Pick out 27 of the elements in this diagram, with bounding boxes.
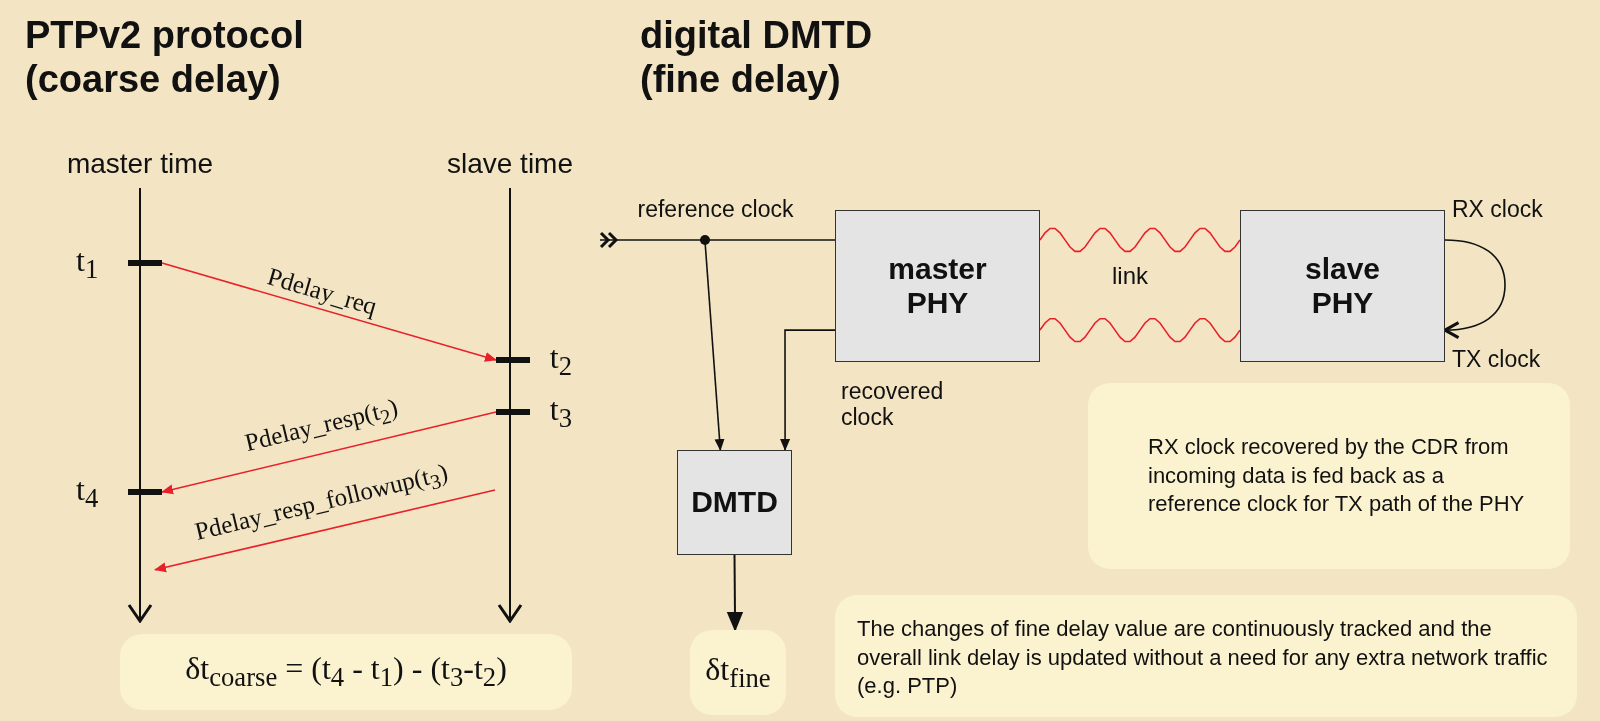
section-title: digital DMTD (fine delay) bbox=[640, 14, 874, 102]
arrow bbox=[161, 262, 497, 362]
section-title: PTPv2 protocol (coarse delay) bbox=[25, 14, 305, 102]
arrow bbox=[726, 554, 744, 632]
note-box: The changes of fine delay value are continuously tracked and the overall link delay is updated without a need for any extra network traffic (e.g. PTP) bbox=[835, 595, 1577, 717]
arrow bbox=[154, 489, 496, 573]
wavy-link-line bbox=[1039, 317, 1241, 343]
arrow bbox=[161, 411, 497, 495]
time-label: t$_{3}$ bbox=[549, 391, 572, 435]
timeline-label: master time bbox=[65, 148, 215, 180]
link-label: link bbox=[1112, 262, 1148, 290]
signal-label: RX clock bbox=[1452, 196, 1543, 223]
result-box: δt$_{fine}$ bbox=[690, 630, 786, 715]
time-label: t$_{1}$ bbox=[76, 242, 99, 286]
note-box: RX clock recovered by the CDR from incoming data is fed back as a reference clock for TX path of the PHY bbox=[1088, 383, 1570, 569]
timeline-label: slave time bbox=[445, 148, 574, 180]
wavy-link-line bbox=[1039, 227, 1241, 253]
signal-label: reference clock bbox=[600, 196, 815, 248]
signal-label: TX clock bbox=[1452, 346, 1541, 373]
dmtd-box: DMTD bbox=[677, 450, 792, 555]
time-label: t$_{2}$ bbox=[549, 339, 572, 383]
formula-box: δt$_{coarse}$ = (t$_{4}$ - t$_{1}$) - (t$_{3}$-t$_{2}$) bbox=[120, 634, 572, 710]
arrow bbox=[780, 329, 836, 451]
time-label: t$_{4}$ bbox=[76, 471, 99, 515]
loopback-arrow bbox=[1443, 239, 1506, 339]
phy-box: master PHY bbox=[835, 210, 1040, 362]
phy-box: slave PHY bbox=[1240, 210, 1445, 362]
